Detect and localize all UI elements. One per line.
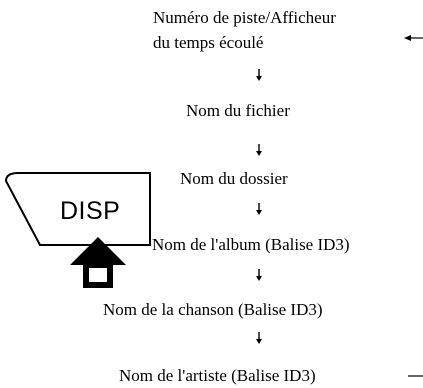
press-arrow-icon bbox=[70, 237, 126, 288]
down-arrow-icon bbox=[256, 269, 262, 281]
step-album-name: Nom de l'album (Balise ID3) bbox=[152, 235, 350, 254]
disp-button-label: DISP bbox=[60, 197, 121, 225]
down-arrow-icon bbox=[256, 69, 262, 81]
down-arrow-icon bbox=[256, 332, 262, 344]
disp-button-outline bbox=[4, 172, 151, 246]
down-arrow-icon bbox=[256, 144, 262, 156]
step-song-name: Nom de la chanson (Balise ID3) bbox=[103, 300, 323, 319]
down-arrow-icon bbox=[256, 203, 262, 215]
step-folder-name: Nom du dossier bbox=[180, 169, 288, 188]
step-track-time-line2: du temps écoulé bbox=[153, 33, 264, 52]
step-file-name: Nom du fichier bbox=[186, 101, 290, 120]
step-track-time-line1: Numéro de piste/Afficheur bbox=[153, 8, 336, 27]
loop-back-arrow bbox=[404, 35, 423, 377]
step-artist-name: Nom de l'artiste (Balise ID3) bbox=[119, 366, 316, 385]
